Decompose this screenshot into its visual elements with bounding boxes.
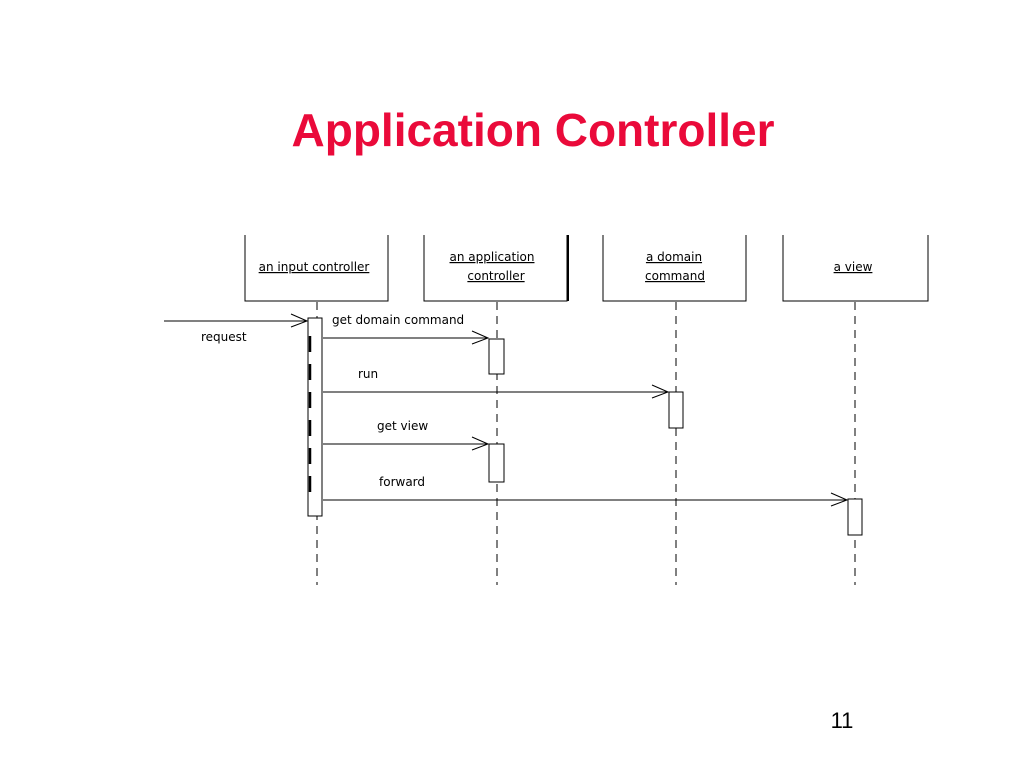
message-label-get-view: get view	[377, 419, 428, 433]
message-label-request: request	[201, 330, 247, 344]
lifeline-application-controller: an application controller	[423, 235, 569, 585]
message-label-get-domain-command: get domain command	[332, 313, 464, 327]
lifeline-label-view: a view	[834, 260, 873, 274]
lifeline-label-application-controller-line1: an application	[450, 250, 535, 264]
activation-application-controller-2	[488, 443, 505, 483]
lifeline-view: a view	[782, 235, 929, 585]
slide-title: Application Controller	[291, 104, 775, 156]
message-run: run	[323, 367, 670, 399]
activation-input-controller	[307, 317, 323, 517]
activation-application-controller-1	[488, 338, 505, 375]
message-get-view: get view	[323, 419, 490, 451]
message-label-run: run	[358, 367, 378, 381]
lifeline-label-application-controller-line2: controller	[467, 269, 524, 283]
activation-view	[847, 498, 863, 536]
message-get-domain-command: get domain command	[323, 313, 490, 345]
message-forward: forward	[323, 475, 849, 507]
lifeline-label-domain-command-line1: a domain	[646, 250, 702, 264]
lifeline-label-input-controller: an input controller	[259, 260, 370, 274]
lifeline-label-domain-command-line2: command	[645, 269, 705, 283]
message-request: request	[164, 313, 309, 344]
lifeline-domain-command: a domain command	[602, 235, 747, 585]
activation-domain-command	[668, 391, 684, 429]
message-label-forward: forward	[379, 475, 425, 489]
page-number: 11	[830, 708, 854, 733]
